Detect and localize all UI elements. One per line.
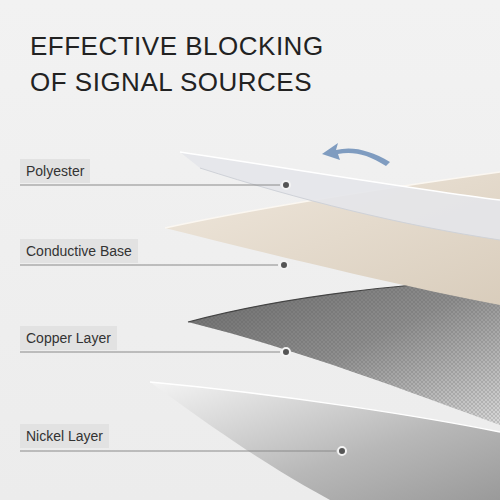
layer-name: Conductive Base xyxy=(26,243,132,259)
layer-name: Copper Layer xyxy=(26,330,111,346)
leader-dots xyxy=(280,181,346,455)
polyester-sheet xyxy=(180,152,500,240)
leader-lines xyxy=(20,185,336,451)
heading: EFFECTIVE BLOCKING OF SIGNAL SOURCES xyxy=(30,28,360,100)
layer-tag: Nickel Layer xyxy=(20,424,109,448)
layer-name: Nickel Layer xyxy=(26,428,103,444)
layer-tag: Polyester xyxy=(20,159,90,183)
layer-tag: Conductive Base xyxy=(20,239,138,263)
layer-tag: Copper Layer xyxy=(20,326,117,350)
peel-arrow xyxy=(322,143,390,166)
layer-name: Polyester xyxy=(26,163,84,179)
